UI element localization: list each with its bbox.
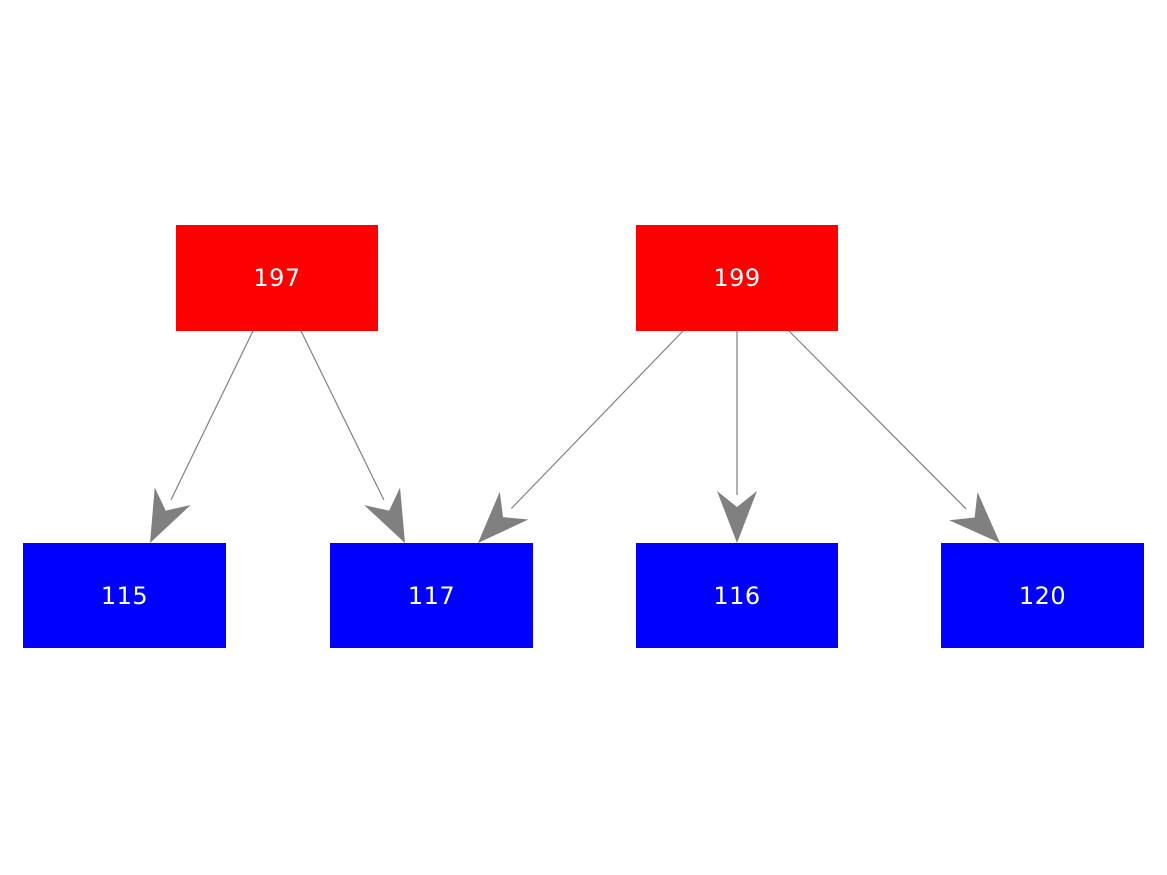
node-label: 116 (713, 581, 761, 610)
edge-arrowhead (949, 492, 1000, 543)
node-label: 117 (407, 581, 456, 610)
node-199[interactable]: 199 (636, 225, 838, 331)
edge-197-to-115 (150, 330, 254, 543)
node-116[interactable]: 116 (636, 543, 838, 648)
edge-199-to-117 (478, 330, 684, 543)
node-label: 115 (100, 581, 149, 610)
edge-line (788, 330, 967, 510)
edge-arrowhead (478, 491, 529, 543)
edge-line (170, 330, 254, 501)
node-120[interactable]: 120 (941, 543, 1144, 648)
node-115[interactable]: 115 (23, 543, 226, 648)
edge-arrowhead (364, 487, 405, 543)
edge-199-to-116 (717, 331, 757, 543)
edge-arrowhead (717, 491, 757, 543)
edge-199-to-120 (788, 330, 1000, 543)
edge-arrowhead (150, 487, 191, 543)
edge-line (300, 330, 385, 501)
node-label: 120 (1018, 581, 1067, 610)
edge-line (510, 330, 684, 509)
node-197[interactable]: 197 (176, 225, 378, 331)
node-label: 199 (713, 264, 761, 292)
edge-197-to-117 (300, 330, 405, 543)
node-label: 197 (253, 264, 301, 292)
node-117[interactable]: 117 (330, 543, 533, 648)
